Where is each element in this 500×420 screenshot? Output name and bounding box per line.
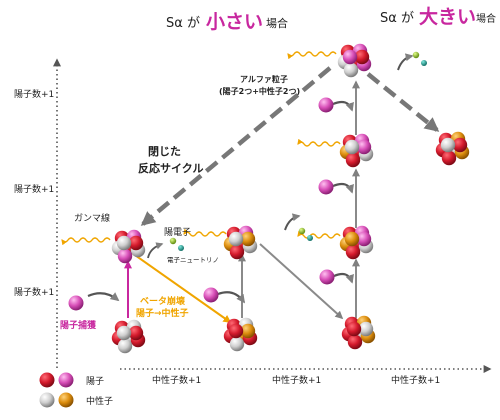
nucleon: [117, 248, 133, 264]
curved-arrow-incoming-1: [87, 292, 120, 302]
gamma-ray-col3-mid: [297, 230, 341, 239]
header-large-suffix: 場合: [476, 12, 496, 25]
nucleon: [354, 49, 370, 65]
nucleus-breakout: [435, 131, 470, 166]
legend-neutron-orange: [58, 392, 74, 408]
header-small-prefix: Sα が: [166, 16, 200, 31]
nucleon: [344, 231, 360, 247]
header-large-keyword: 大きい: [419, 5, 476, 28]
beta-decay-arrow: [131, 252, 232, 323]
nucleon: [116, 325, 132, 341]
nuclei-layer: [68, 43, 470, 354]
closed-cycle-label-line2: 反応サイクル: [138, 161, 203, 175]
nucleus-top: [337, 43, 372, 78]
nucleon: [344, 139, 360, 155]
proton-capture-label: 陽子捕獲: [60, 319, 97, 331]
nucleon: [358, 321, 374, 337]
positron-particle: [169, 237, 177, 245]
curved-arrow-emission-mid: [284, 213, 301, 231]
nucleus-col2-bottom: [223, 317, 258, 352]
header-small-keyword: 小さい: [206, 11, 263, 33]
gamma-ray-col3-high: [297, 138, 341, 147]
nucleon: [440, 137, 456, 153]
breakout-arrow: [366, 72, 440, 132]
curved-arrow-emission-top: [397, 53, 414, 71]
nucleon: [441, 150, 457, 166]
curved-arrow-positron: [147, 242, 164, 259]
y-tick-label-bottom: 陽子数+1: [14, 286, 54, 298]
header-small-suffix: 場合: [266, 16, 288, 30]
legend-neutron-gray: [39, 392, 55, 408]
positron-label: 陽電子: [164, 227, 191, 238]
incoming-proton-2: [203, 287, 219, 303]
beta-decay-label-line1: ベータ崩壊: [140, 295, 186, 307]
nucleon: [128, 325, 144, 341]
nucleon: [356, 139, 372, 155]
nucleon: [240, 323, 256, 339]
decay-arrow-col2: [259, 243, 344, 320]
legend-proton-label: 陽子: [86, 376, 104, 387]
nucleus-left-top: [111, 229, 146, 264]
nucleus-left-bottom: [111, 319, 146, 354]
neutrino-particle: [178, 245, 184, 251]
nucleon: [229, 336, 245, 352]
alpha-particle-detail: (陽子2つ+中性子2つ): [219, 86, 300, 96]
header-large-prefix: Sα が: [380, 11, 414, 26]
nucleon: [228, 231, 244, 247]
alpha-particle-title: アルファ粒子: [240, 74, 288, 84]
gamma-ray-label: ガンマ線: [74, 212, 110, 224]
nucleus-col3-low: [341, 315, 376, 350]
incoming-proton-1: [68, 295, 84, 311]
y-tick-label-top: 陽子数+1: [14, 88, 54, 100]
header-large-case: Sα が 大きい 場合: [380, 5, 496, 28]
incoming-proton-5: [318, 97, 334, 113]
incoming-proton-4: [318, 179, 334, 195]
nucleon: [346, 321, 362, 337]
legend-neutron-label: 中性子: [86, 395, 113, 407]
closed-cycle-arrow: [140, 66, 332, 226]
legend-proton-pink: [58, 372, 74, 388]
legend-proton-red: [39, 372, 55, 388]
y-tick-label-middle: 陽子数+1: [14, 183, 54, 195]
curved-arrow-incoming-2: [217, 291, 246, 304]
nucleus-col3-mid: [339, 225, 374, 260]
curved-arrow-incoming-5: [332, 100, 354, 112]
positron-particle-top: [412, 51, 420, 59]
neutrino-particle-mid: [307, 235, 313, 241]
x-tick-label-middle: 中性子数+1: [272, 374, 321, 386]
nucleon: [347, 334, 363, 350]
x-tick-label-right: 中性子数+1: [391, 374, 440, 386]
nucleon: [228, 323, 244, 339]
header-small-case: Sα が 小さい 場合: [166, 11, 288, 33]
nucleus-col2-top: [223, 225, 258, 260]
gamma-ray-top: [287, 51, 337, 60]
nucleon: [356, 231, 372, 247]
neutrino-label: 電子ニュートリノ: [167, 256, 219, 264]
curved-arrow-incoming-3: [333, 272, 354, 284]
gamma-ray-col2: [183, 228, 227, 237]
nucleon: [240, 231, 256, 247]
nucleon: [345, 152, 361, 168]
incoming-proton-3: [319, 269, 335, 285]
closed-cycle-label-line1: 閉じた: [148, 145, 181, 158]
nucleon: [116, 235, 132, 251]
nucleon: [342, 49, 358, 65]
neutrino-particle-top: [421, 60, 427, 66]
nucleon: [117, 338, 133, 354]
beta-decay-label-line2: 陽子→中性子: [136, 307, 189, 319]
legend: 陽子 中性子: [39, 372, 113, 408]
nucleon: [452, 137, 468, 153]
positron-particle-mid: [298, 227, 306, 235]
nucleon: [128, 235, 144, 251]
nucleon: [345, 244, 361, 260]
x-tick-label-left: 中性子数+1: [152, 374, 201, 386]
nucleus-col3-high: [339, 133, 374, 168]
nucleon: [229, 244, 245, 260]
curved-arrow-incoming-4: [332, 182, 354, 194]
gamma-rays: [61, 51, 341, 246]
nucleon: [343, 62, 359, 78]
gamma-ray-left: [61, 237, 111, 246]
